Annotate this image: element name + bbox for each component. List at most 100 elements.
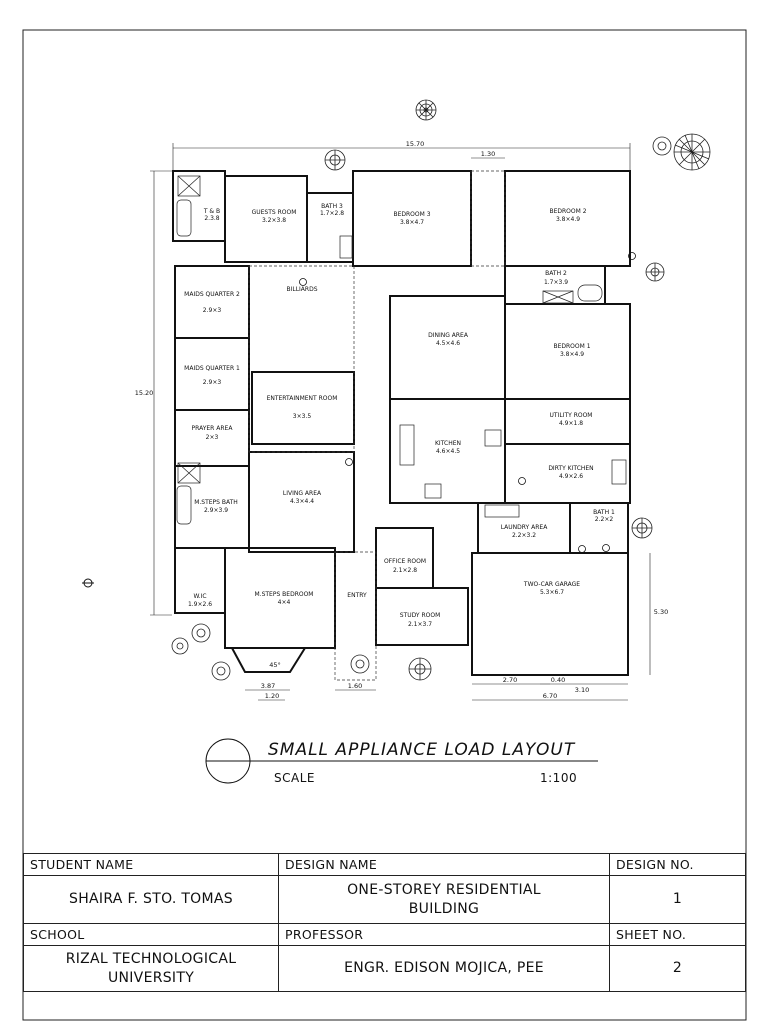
dim-value: 0.40 (551, 676, 565, 684)
room-size: 2.2×3.2 (512, 532, 536, 539)
design-no-label: DESIGN NO. (609, 853, 746, 876)
school-line: UNIVERSITY (107, 969, 195, 986)
student-name-label: STUDENT NAME (23, 853, 279, 876)
design-name: ONE-STOREY RESIDENTIAL BUILDING (278, 875, 610, 924)
room-size: 3×3.5 (293, 413, 312, 420)
room-name: LIVING AREA (283, 490, 322, 497)
tb-room (172, 170, 226, 242)
maids2-room (174, 265, 250, 339)
dining-room (389, 295, 506, 400)
room-name: BATH 1 (593, 509, 615, 516)
room-labels: T & B 2.3.8 GUESTS ROOM 3.2×3.8 BATH 3 1… (184, 203, 615, 628)
tree-icon (652, 136, 672, 156)
room-name: MAIDS QUARTER 2 (184, 291, 240, 298)
dimension-values: 15.70 1.30 15.20 5.30 3.87 1.20 1.60 2.7… (135, 140, 669, 700)
drawing-title: SMALL APPLIANCE LOAD LAYOUT (268, 740, 576, 760)
dashed-areas (248, 170, 506, 681)
room-name: DINING AREA (428, 332, 469, 339)
room-size: 3.2×3.8 (262, 217, 286, 224)
room-size: 1.7×3.9 (544, 279, 568, 286)
tree-icon (408, 657, 432, 681)
room-name: BILLIARDS (286, 286, 317, 293)
tree-icon (350, 654, 370, 674)
room-name: KITCHEN (435, 440, 461, 447)
room-size: 2.9×3 (203, 307, 222, 314)
north-arrow-icon (82, 578, 94, 588)
design-name-line: BUILDING (408, 900, 480, 917)
room-size: 3.8×4.9 (556, 216, 580, 223)
room-size: 4.6×4.5 (436, 448, 460, 455)
dim-value: 15.70 (406, 140, 425, 148)
entertainment-room (251, 371, 355, 445)
sheet-no: 2 (609, 945, 746, 992)
room-name: DIRTY KITCHEN (548, 465, 593, 472)
fixtures (176, 175, 627, 525)
dim-value: 45° (269, 661, 281, 669)
tree-icon (191, 623, 211, 643)
room-size: 3.8×4.9 (560, 351, 584, 358)
drawing-title-block: SMALL APPLIANCE LOAD LAYOUT SCALE 1:100 (205, 738, 598, 785)
room-size: 2.2×2 (595, 516, 614, 523)
room-name: LAUNDRY AREA (501, 524, 549, 531)
dim-value: 1.60 (348, 682, 362, 690)
room-name: UTILITY ROOM (550, 412, 593, 419)
room-name: BEDROOM 1 (553, 343, 590, 350)
outlet-markers (299, 252, 636, 553)
dim-value: 6.70 (543, 692, 557, 700)
title-block-table: STUDENT NAME DESIGN NAME DESIGN NO. SHAI… (23, 853, 746, 992)
room-size: 4.9×1.8 (559, 420, 583, 427)
room-size: 5.3×6.7 (540, 589, 564, 596)
room-name: GUESTS ROOM (252, 209, 297, 216)
room-size: 2.9×3.9 (204, 507, 228, 514)
tree-icon (673, 133, 711, 171)
room-name: BEDROOM 2 (549, 208, 586, 215)
room-name: OFFICE ROOM (384, 558, 426, 565)
room-name: ENTERTAINMENT ROOM (267, 395, 338, 402)
room-size: 4×4 (278, 599, 291, 606)
school-line: RIZAL TECHNOLOGICAL (65, 950, 237, 967)
professor: ENGR. EDISON MOJICA, PEE (278, 945, 610, 992)
student-name: SHAIRA F. STO. TOMAS (23, 875, 279, 924)
maids1-room (174, 337, 250, 411)
room-name: M.STEPS BATH (194, 499, 238, 506)
room-name: BATH 2 (545, 270, 567, 277)
room-size: 4.9×2.6 (559, 473, 583, 480)
room-name: TWO-CAR GARAGE (523, 581, 580, 588)
tree-icon (645, 262, 665, 282)
room-name: ENTRY (347, 592, 367, 599)
dim-value: 3.10 (575, 686, 589, 694)
school: RIZAL TECHNOLOGICAL UNIVERSITY (23, 945, 279, 992)
room-size: 4.3×4.4 (290, 498, 314, 505)
scale-value: 1:100 (540, 771, 577, 785)
dim-value: 1.30 (481, 150, 495, 158)
sheet-no-label: SHEET NO. (609, 923, 746, 946)
landscape-trees (171, 99, 711, 681)
design-name-line: ONE-STOREY RESIDENTIAL (347, 881, 541, 898)
dim-value: 5.30 (654, 608, 668, 616)
bay-window (231, 647, 306, 673)
tree-icon (415, 99, 437, 121)
room-name: M.STEPS BEDROOM (254, 591, 313, 598)
room-size: 2.9×3 (203, 379, 222, 386)
room-size: 3.8×4.7 (400, 219, 424, 226)
room-size: 2.1×2.8 (393, 567, 417, 574)
garage-room (471, 552, 629, 676)
tree-icon (211, 661, 231, 681)
dim-value: 2.70 (503, 676, 517, 684)
room-size: 4.5×4.6 (436, 340, 460, 347)
sheet-border (22, 29, 747, 1021)
dim-value: 15.20 (135, 389, 154, 397)
room-name: W.IC (193, 593, 206, 600)
room-name: STUDY ROOM (400, 612, 441, 619)
room-name: T & B (203, 208, 220, 215)
room-name: PRAYER AREA (192, 425, 234, 432)
room-size: 2.1×3.7 (408, 621, 432, 628)
room-name: MAIDS QUARTER 1 (184, 365, 240, 372)
room-name: BATH 3 (321, 203, 343, 210)
tree-icon (631, 517, 653, 539)
design-no: 1 (609, 875, 746, 924)
dim-value: 3.87 (261, 682, 275, 690)
design-name-label: DESIGN NAME (278, 853, 610, 876)
room-name: BEDROOM 3 (393, 211, 430, 218)
dim-value: 1.20 (265, 692, 279, 700)
